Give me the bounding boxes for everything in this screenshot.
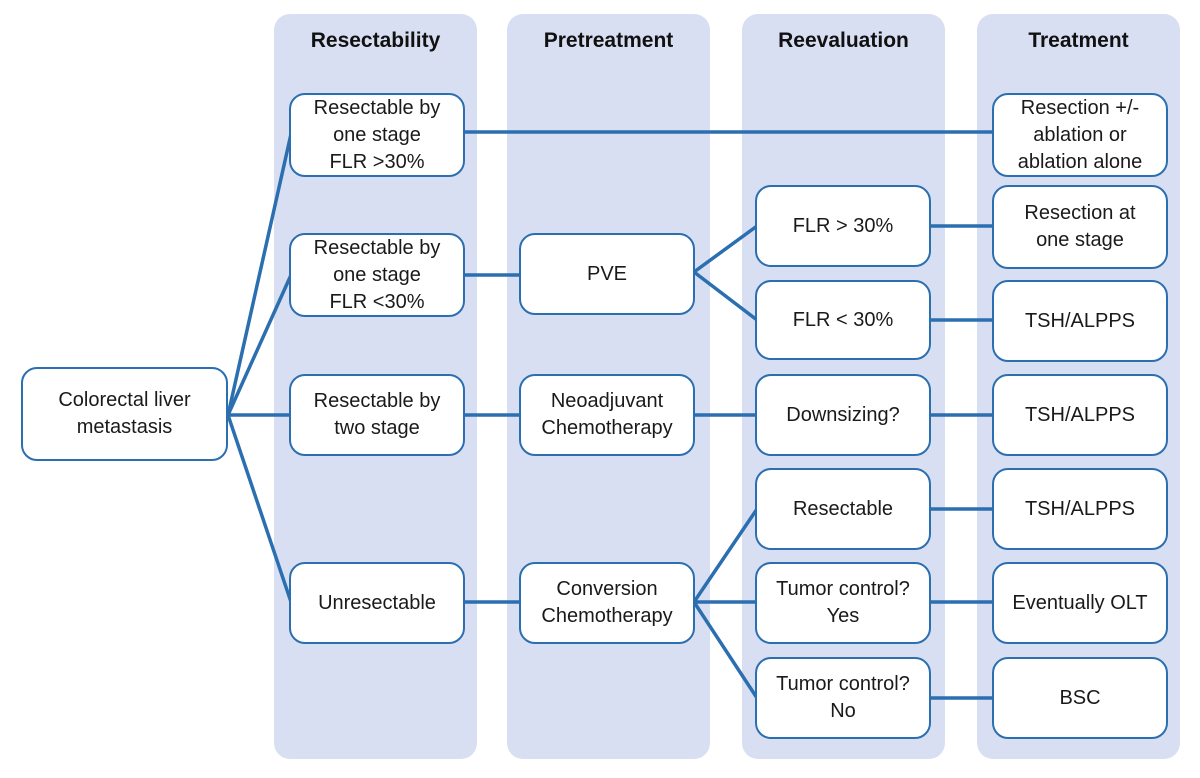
column-title-reevaluation: Reevaluation — [778, 29, 909, 52]
node-resection-at-one-stage: Resection at one stage — [992, 185, 1168, 269]
node-tsh-alpps-3: TSH/ALPPS — [992, 468, 1168, 550]
node-neoadjuvant-chemotherapy: Neoadjuvant Chemotherapy — [519, 374, 695, 456]
node-eventually-olt: Eventually OLT — [992, 562, 1168, 644]
node-resection-ablation: Resection +/- ablation or ablation alone — [992, 93, 1168, 177]
node-conversion-chemotherapy: Conversion Chemotherapy — [519, 562, 695, 644]
column-title-pretreatment: Pretreatment — [543, 29, 674, 52]
node-downsizing: Downsizing? — [755, 374, 931, 456]
node-flr-gt30: FLR > 30% — [755, 185, 931, 267]
node-tumor-control-no: Tumor control? No — [755, 657, 931, 739]
node-resectable-one-stage-flr-lt30: Resectable by one stage FLR <30% — [289, 233, 465, 317]
node-tumor-control-yes: Tumor control? Yes — [755, 562, 931, 644]
node-flr-lt30: FLR < 30% — [755, 280, 931, 360]
column-title-treatment: Treatment — [1028, 29, 1129, 52]
node-resectable-one-stage-flr-gt30: Resectable by one stage FLR >30% — [289, 93, 465, 177]
node-tsh-alpps-1: TSH/ALPPS — [992, 280, 1168, 362]
node-resectable: Resectable — [755, 468, 931, 550]
node-bsc: BSC — [992, 657, 1168, 739]
node-unresectable: Unresectable — [289, 562, 465, 644]
column-title-resectability: Resectability — [310, 29, 441, 52]
node-tsh-alpps-2: TSH/ALPPS — [992, 374, 1168, 456]
node-root-colorectal-liver-metastasis: Colorectal liver metastasis — [21, 367, 228, 461]
node-resectable-two-stage: Resectable by two stage — [289, 374, 465, 456]
node-pve: PVE — [519, 233, 695, 315]
